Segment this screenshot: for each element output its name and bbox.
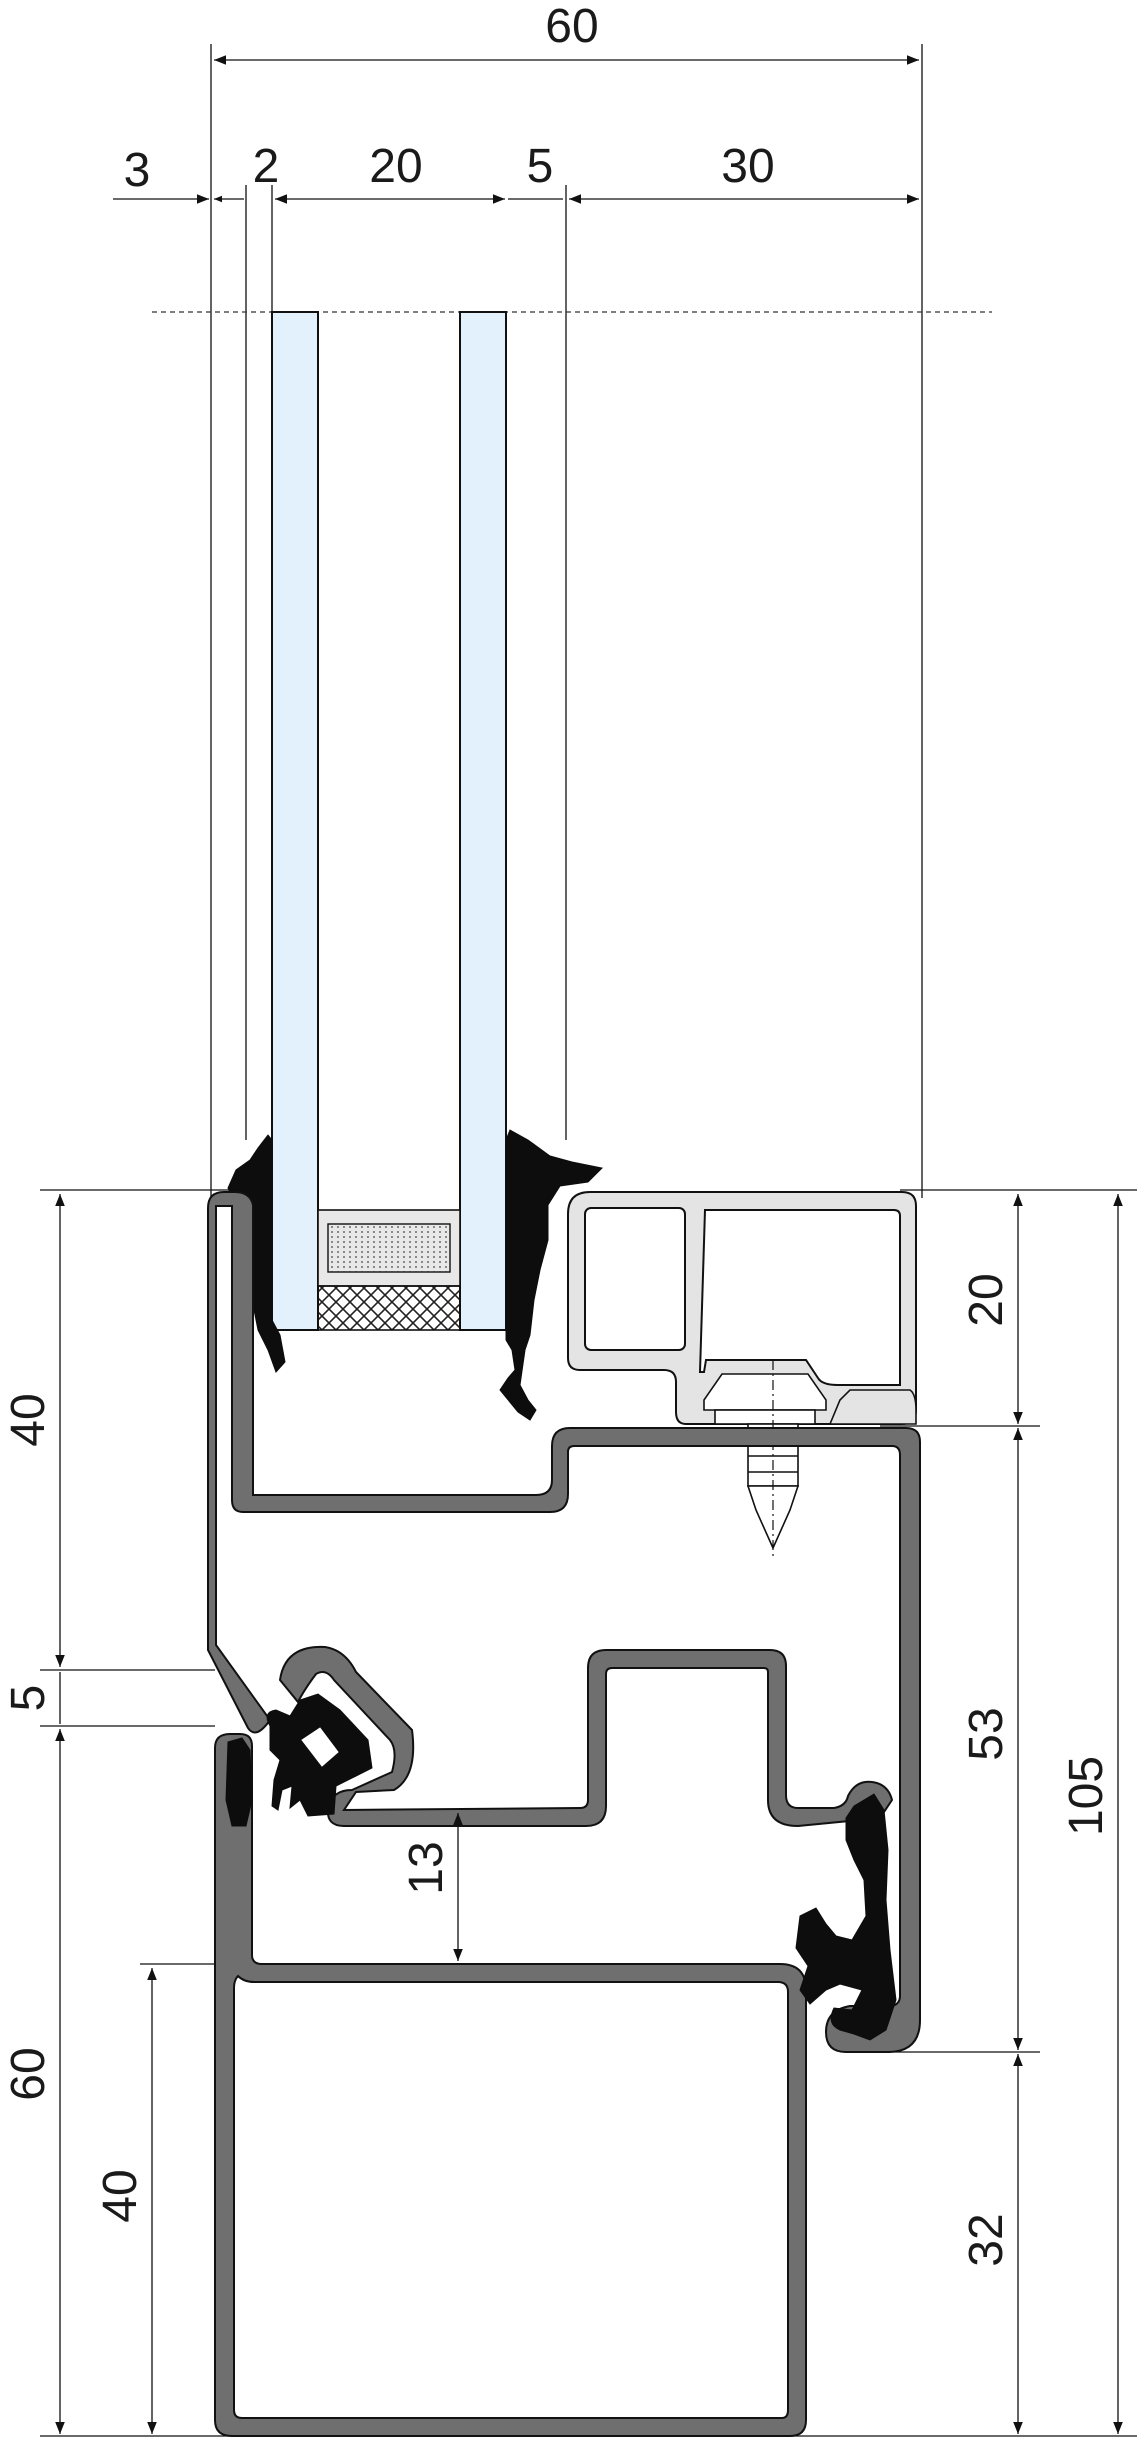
dim-label-right-20: 20 — [960, 1273, 1013, 1326]
dim-label-left-60: 60 — [2, 2047, 55, 2100]
dim-label-5: 5 — [527, 140, 554, 193]
dim-label-60: 60 — [545, 0, 598, 53]
glazing-bead-chamber-1 — [584, 1207, 686, 1351]
top-dimension-lines — [113, 55, 919, 204]
dim-label-inner-40: 40 — [94, 2169, 147, 2222]
glazing-bead — [567, 1191, 917, 1425]
outer-glass-pane — [271, 311, 319, 1331]
screw-tip — [746, 1485, 800, 1550]
glazing-bead-chamber-2 — [698, 1209, 901, 1386]
inner-glazing-gasket — [499, 1129, 604, 1421]
right-weather-gasket — [795, 1793, 897, 2041]
frame-gaskets — [225, 1693, 897, 2041]
dim-label-inner-13: 13 — [400, 1841, 453, 1894]
desiccant-fill — [327, 1223, 451, 1273]
dim-label-3: 3 — [124, 144, 151, 197]
dim-label-20: 20 — [369, 140, 422, 193]
left-dimension-lines — [55, 1194, 463, 2434]
fixing-screw-icon — [703, 1360, 827, 1560]
screw-washer — [714, 1409, 816, 1425]
outer-frame-profile — [214, 1733, 807, 2437]
dimension-labels: 60 3 2 20 5 30 40 5 60 40 13 20 53 32 10… — [2, 0, 1113, 2267]
insulated-glass-unit — [271, 311, 507, 1331]
dim-label-left-40: 40 — [2, 1393, 55, 1446]
dim-label-30: 30 — [721, 140, 774, 193]
dim-label-right-32: 32 — [960, 2213, 1013, 2266]
dim-label-right-53: 53 — [960, 1707, 1013, 1760]
left-rebate-gasket — [225, 1737, 253, 1827]
dim-label-2: 2 — [253, 140, 280, 193]
glazing-bead-clip — [828, 1389, 917, 1425]
screw-head — [703, 1373, 827, 1411]
dim-label-left-5: 5 — [2, 1685, 55, 1712]
sash-hook-profile — [278, 1645, 894, 1828]
secondary-sealant — [317, 1285, 461, 1331]
center-seal-gasket-hole — [301, 1727, 339, 1767]
dim-label-right-105: 105 — [1060, 1756, 1113, 1836]
inner-glass-pane — [459, 311, 507, 1331]
right-dimension-lines — [1013, 1194, 1123, 2434]
